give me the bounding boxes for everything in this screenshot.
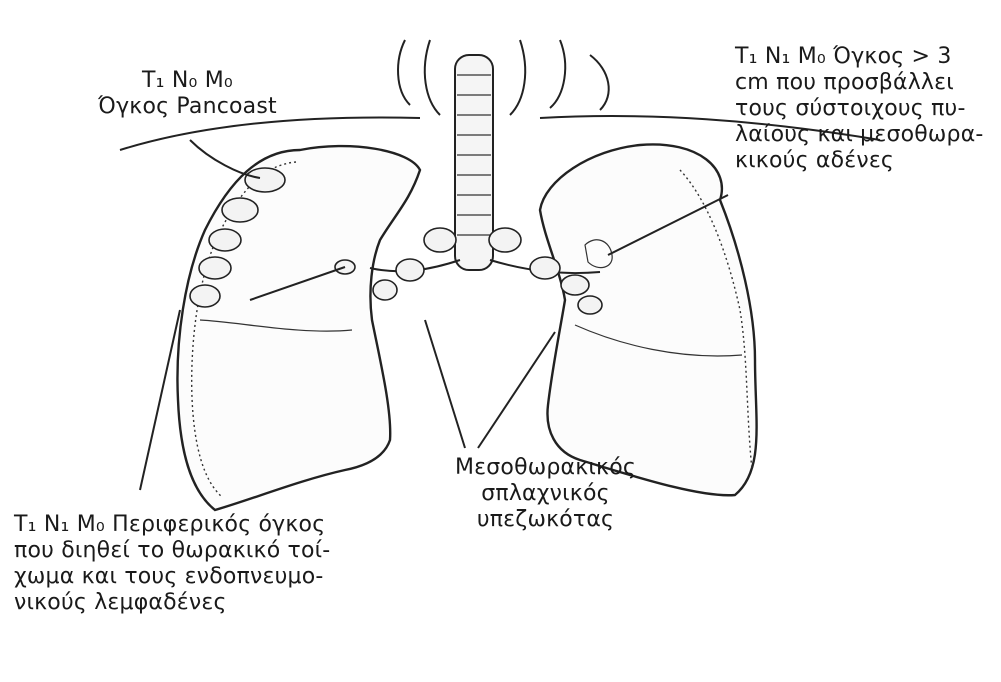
- label-peripheral-line1: T₁ N₁ M₀ Περιφερικός όγκος: [14, 512, 330, 538]
- label-mediastinal-line2: σπλαχνικός: [455, 481, 636, 507]
- label-pancoast-line1: T₁ N₀ M₀: [98, 68, 277, 94]
- label-large-tumor: T₁ N₁ M₀ Όγκος > 3 cm που προσβάλλει του…: [735, 44, 984, 174]
- label-peripheral-line2: που διηθεί το θωρακικό τοί-: [14, 538, 330, 564]
- label-large-tumor-line5: κικούς αδένες: [735, 148, 984, 174]
- label-peripheral-tumor: T₁ N₁ M₀ Περιφερικός όγκος που διηθεί το…: [14, 512, 330, 616]
- leader-peripheral-2: [140, 310, 180, 490]
- leader-mediastinal-2: [478, 332, 555, 448]
- label-mediastinal-pleura: Μεσοθωρακικός σπλαχνικός υπεζωκότας: [455, 455, 636, 533]
- trachea: [455, 55, 493, 270]
- label-large-tumor-line4: λαίους και μεσοθωρα-: [735, 122, 984, 148]
- label-peripheral-line3: χωμα και τους ενδοπνευμο-: [14, 564, 330, 590]
- leader-mediastinal-1: [425, 320, 465, 448]
- label-large-tumor-line2: cm που προσβάλλει: [735, 70, 984, 96]
- label-pancoast-line2: Όγκος Pancoast: [98, 94, 277, 120]
- label-large-tumor-line3: τους σύστοιχους πυ-: [735, 96, 984, 122]
- left-lung: [177, 146, 420, 510]
- label-mediastinal-line3: υπεζωκότας: [455, 507, 636, 533]
- label-pancoast: T₁ N₀ M₀ Όγκος Pancoast: [98, 68, 277, 120]
- label-peripheral-line4: νικούς λεμφαδένες: [14, 590, 330, 616]
- label-large-tumor-line1: T₁ N₁ M₀ Όγκος > 3: [735, 44, 984, 70]
- label-mediastinal-line1: Μεσοθωρακικός: [455, 455, 636, 481]
